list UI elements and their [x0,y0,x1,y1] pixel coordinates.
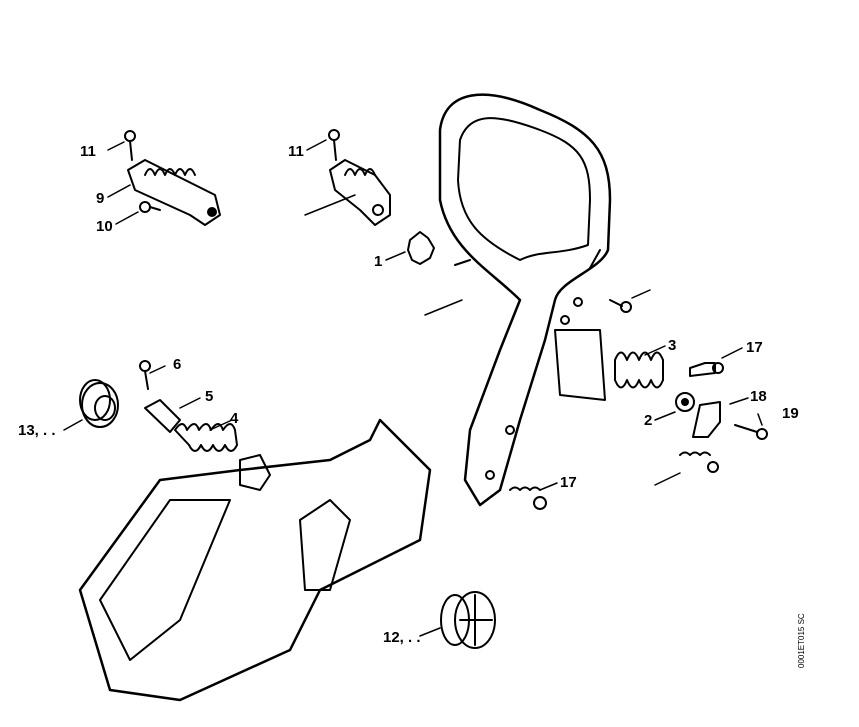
screw-17-top [689,362,724,377]
screw-10 [139,201,161,213]
callout-17: 17 [746,339,763,356]
callout-18: 18 [750,388,767,405]
callout-11: 11 [288,143,304,160]
plug-12 [440,591,496,649]
spring-4 [174,423,238,452]
callout-6: 6 [173,356,182,373]
handlebar [438,93,612,507]
spring-3 [614,351,664,389]
bracket-18 [692,401,721,438]
screw-11-left [124,130,136,161]
callout-11: 11 [80,143,96,160]
callout-3: 3 [668,337,677,354]
callout-19: 19 [782,405,799,422]
screw-unlabeled-bottom [679,451,719,473]
screw-6 [139,360,151,390]
buffer-plug-1 [407,231,435,265]
plug-13 [79,379,119,428]
callout-10: 10 [96,218,113,235]
screw-19 [734,424,768,440]
callout-4: 4 [230,410,239,427]
callout-9: 9 [96,190,105,207]
sleeve-5 [144,399,181,433]
drawing-code: 0001ET015 SC [797,613,806,668]
callout-2: 2 [644,412,653,429]
engine-housing [78,418,432,702]
callout-12: 12, . . [383,629,421,646]
callout-13: 13, . . [18,422,56,439]
callout-5: 5 [205,388,214,405]
annular-buffer [329,159,391,226]
callout-1: 1 [374,253,383,270]
stop-2 [675,392,695,412]
annular-buffer-9 [127,159,221,226]
screw-11-right [328,129,340,161]
screw-unlabeled-top [609,299,632,313]
callout-17: 17 [560,474,577,491]
screw-17-bottom [509,486,547,510]
